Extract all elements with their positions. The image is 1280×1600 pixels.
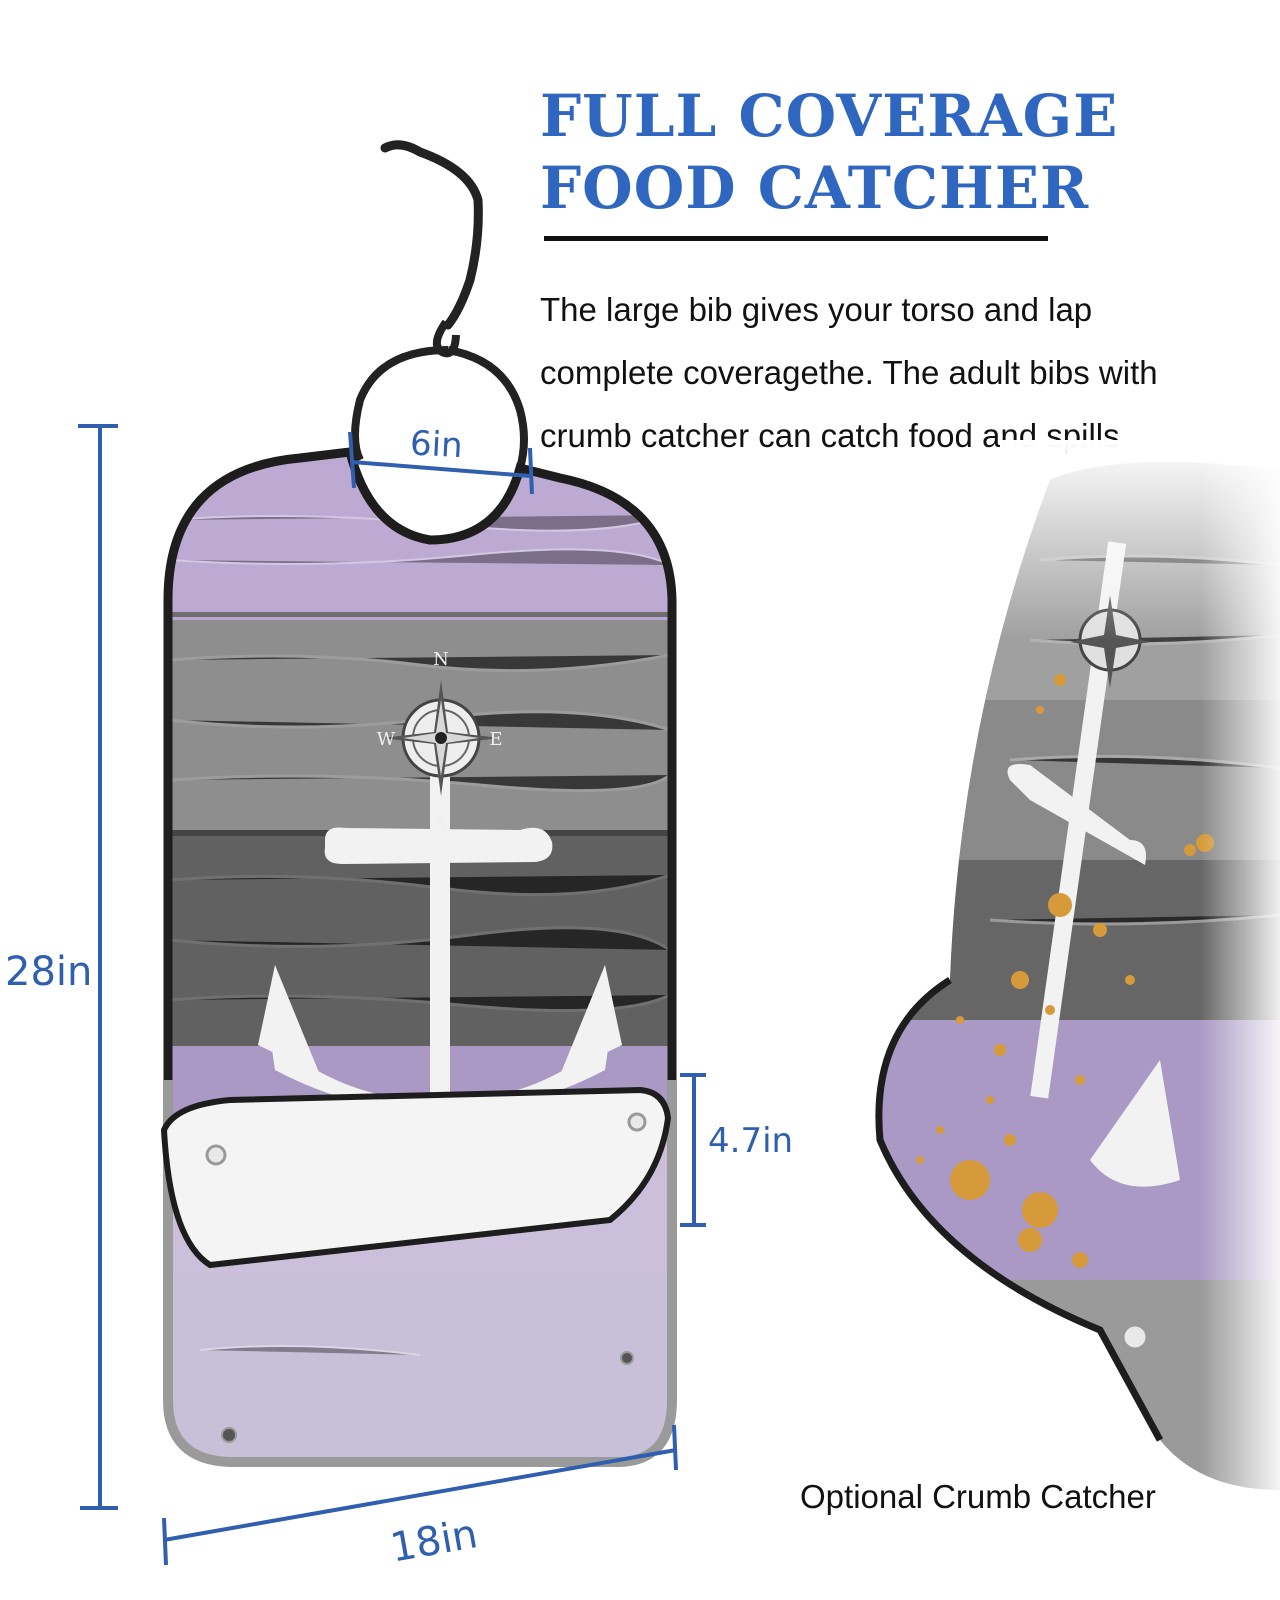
caption: Optional Crumb Catcher	[800, 1478, 1156, 1515]
pocket-dimension-label: 4.7in	[708, 1121, 793, 1161]
side-catcher-binding	[875, 977, 1164, 1442]
snap-button-icon	[1121, 1323, 1149, 1351]
width-dimension-line	[162, 1424, 678, 1566]
neck-strap	[380, 140, 483, 330]
height-dimension-line	[78, 424, 118, 1510]
height-dimension-label: 28in	[5, 949, 92, 995]
compass-w: W	[377, 729, 396, 750]
snap-button-icon	[205, 1144, 227, 1166]
headline-line-2: FOOD CATCHER	[540, 154, 1090, 222]
anchor-graphic	[258, 738, 622, 1109]
compass-rose-icon	[382, 680, 500, 796]
compass-e: E	[489, 729, 502, 750]
compass-s: S	[435, 814, 447, 835]
bib-body	[168, 452, 672, 1462]
width-dimension-label: 18in	[387, 1511, 481, 1571]
snap-button-icon	[620, 1351, 634, 1365]
headline: FULL COVERAGE FOOD CATCHER	[540, 80, 1118, 224]
compass-n: N	[433, 649, 449, 670]
snap-button-icon	[221, 1427, 237, 1443]
crumb-pocket	[160, 1086, 672, 1269]
bib-binding	[163, 447, 677, 1080]
neck-dimension-label: 6in	[409, 423, 464, 466]
description-line-2: complete coveragethe. The adult bibs wit…	[540, 354, 1158, 391]
neck-dimension-line	[348, 431, 534, 495]
description: The large bib gives your torso and lap c…	[540, 278, 1270, 467]
headline-divider	[544, 236, 1048, 241]
pocket-dimension-line	[680, 1073, 706, 1227]
description-line-1: The large bib gives your torso and lap	[540, 291, 1093, 328]
snap-button-icon	[627, 1112, 647, 1132]
headline-line-1: FULL COVERAGE	[540, 82, 1119, 150]
